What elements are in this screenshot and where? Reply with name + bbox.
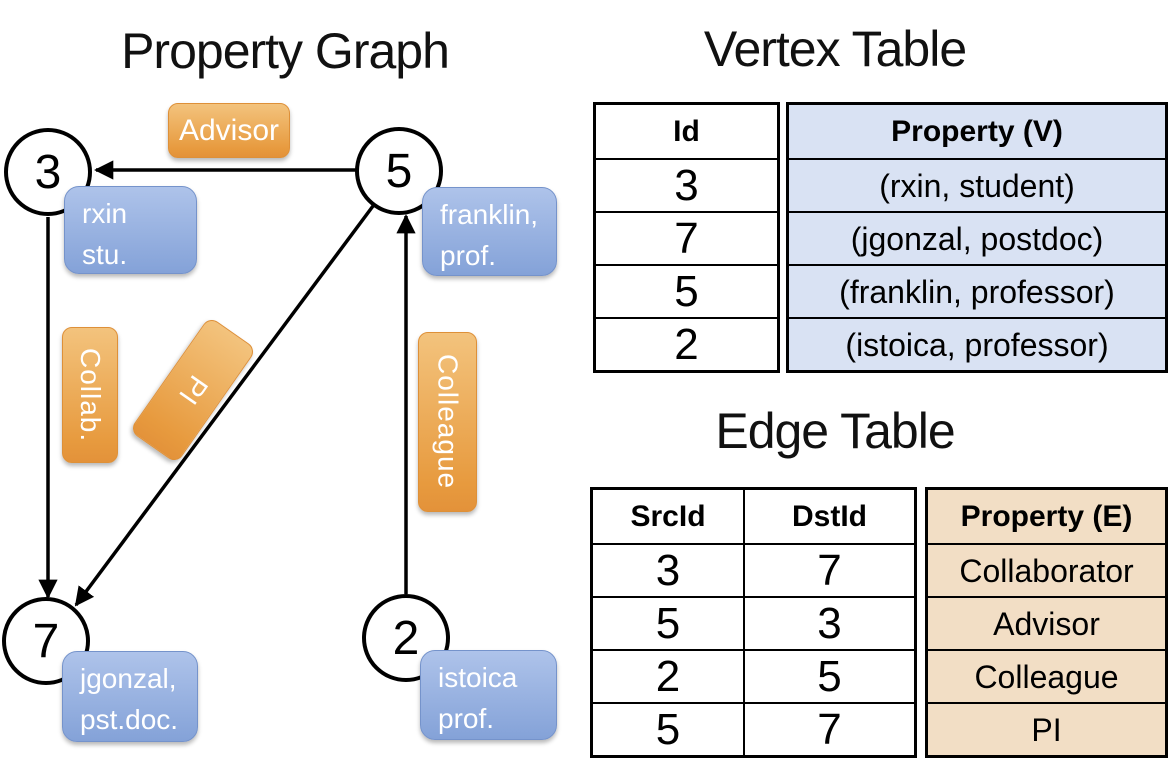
vertex-table-property-cell: (jgonzal, postdoc) bbox=[789, 211, 1165, 264]
vertex-table-property-cell: (rxin, student) bbox=[789, 158, 1165, 211]
vertex-table-id-cell: 7 bbox=[596, 211, 777, 264]
edge-label-collab: Collab. bbox=[62, 327, 118, 463]
vertex-prop-box-3: rxin stu. bbox=[64, 186, 197, 274]
edge-table-property-column: Property (E) Collaborator Advisor Collea… bbox=[925, 487, 1168, 758]
edge-label-colleague-text: Colleague bbox=[432, 354, 464, 490]
edge-label-pi-text: PI bbox=[172, 369, 215, 411]
vertex-table-property-cell: (franklin, professor) bbox=[789, 264, 1165, 317]
vertex-table-id-cell: 5 bbox=[596, 264, 777, 317]
graph-edges-canvas bbox=[38, 160, 416, 607]
edge-table-srcid-cell: 3 bbox=[593, 543, 743, 596]
edge-table-property-cell: Advisor bbox=[928, 596, 1165, 649]
vertex-id-5: 5 bbox=[385, 144, 413, 198]
edge-table-property-cell: PI bbox=[928, 702, 1165, 755]
vertex-prop-box-7: jgonzal, pst.doc. bbox=[62, 651, 198, 742]
property-graph-title: Property Graph bbox=[121, 23, 450, 79]
edge-table-srcid-cell: 5 bbox=[593, 702, 743, 755]
vertex-id-2: 2 bbox=[392, 611, 420, 665]
vertex-node-2: 2 bbox=[362, 594, 450, 682]
vertex-table-property-cell: (istoica, professor) bbox=[789, 317, 1165, 370]
edge-table-dstid-cell: 7 bbox=[743, 702, 914, 755]
edge-label-colleague: Colleague bbox=[418, 332, 477, 512]
vertex-prop-box-2: istoica prof. bbox=[420, 650, 557, 740]
vertex-prop-2-line2: prof. bbox=[438, 702, 495, 734]
vertex-prop-5-line1: franklin, bbox=[440, 199, 539, 230]
vertex-id-3: 3 bbox=[34, 145, 62, 199]
edge-table-property-cell: Colleague bbox=[928, 649, 1165, 702]
vertex-prop-7-line2: pst.doc. bbox=[80, 703, 179, 735]
vertex-table-property-column: Property (V) (rxin, student) (jgonzal, p… bbox=[786, 102, 1168, 373]
edge-table-header-property-e: Property (E) bbox=[928, 490, 1165, 543]
vertex-table-header-property-v: Property (V) bbox=[789, 105, 1165, 158]
vertex-table-id-cell: 3 bbox=[596, 158, 777, 211]
vertex-prop-5-line2: prof. bbox=[440, 239, 497, 271]
vertex-id-7: 7 bbox=[32, 614, 60, 668]
edge-label-advisor: Advisor bbox=[168, 103, 290, 158]
edge-table-header-dstid: DstId bbox=[743, 490, 914, 543]
vertex-table-header-id: Id bbox=[673, 114, 700, 148]
vertex-table-id-cell: 2 bbox=[596, 317, 777, 370]
edge-table-srcid-cell: 5 bbox=[593, 596, 743, 649]
edge-label-advisor-text: Advisor bbox=[178, 113, 280, 147]
edge-table-property-cell: Collaborator bbox=[928, 543, 1165, 596]
edge-table-header-srcid: SrcId bbox=[630, 499, 706, 533]
edge-line-5-to-7-pi bbox=[74, 204, 375, 607]
vertex-prop-3-line1: rxin bbox=[82, 198, 128, 229]
vertex-prop-3-line2: stu. bbox=[82, 238, 128, 270]
edge-table-id-columns: SrcId DstId 3 7 5 3 2 5 5 7 bbox=[590, 487, 917, 758]
vertex-prop-box-5: franklin, prof. bbox=[422, 187, 557, 276]
vertex-prop-2-line1: istoica bbox=[438, 662, 518, 693]
edge-label-collab-text: Collab. bbox=[75, 347, 106, 443]
vertex-prop-7-line1: jgonzal, bbox=[80, 663, 177, 694]
vertex-table-id-column: Id 3 7 5 2 bbox=[593, 102, 780, 373]
edge-table-srcid-cell: 2 bbox=[593, 649, 743, 702]
edge-table-dstid-cell: 3 bbox=[743, 596, 914, 649]
edge-table-dstid-cell: 5 bbox=[743, 649, 914, 702]
vertex-table-title: Vertex Table bbox=[703, 21, 967, 77]
vertex-node-5: 5 bbox=[355, 127, 443, 215]
edge-table-dstid-cell: 7 bbox=[743, 543, 914, 596]
edge-table-title: Edge Table bbox=[715, 403, 955, 459]
